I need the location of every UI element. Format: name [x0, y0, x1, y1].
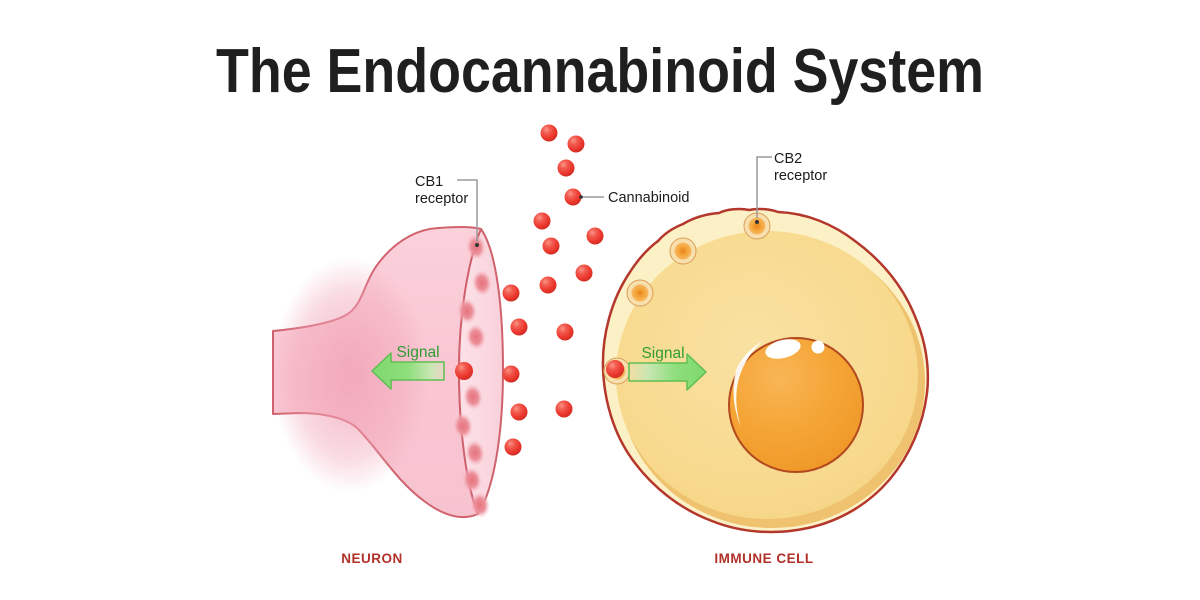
cannabinoid-dot: [586, 227, 604, 245]
cb2-receptors: [603, 212, 771, 385]
cb2-receptor: [626, 279, 654, 307]
cb2-receptor-core: [631, 284, 649, 302]
cb1-receptor-spot: [453, 413, 473, 439]
cb1-leader-line: [457, 179, 478, 242]
cannabinoid-dot: [504, 438, 522, 456]
cb1-receptor-spot: [463, 384, 483, 410]
cb1-receptor-spot: [466, 234, 486, 260]
cb1-receptor-spot: [457, 298, 477, 324]
cb1-leader-dot: [475, 243, 479, 247]
nucleus-highlight-dot: [811, 340, 825, 354]
cb2-leader-line: [756, 156, 772, 218]
cannabinoid-dot: [564, 188, 582, 206]
signal-left-label: Signal: [396, 344, 439, 361]
cannabinoid-dot: [575, 264, 593, 282]
page-title: The Endocannabinoid System: [216, 37, 984, 106]
neuron-caption: NEURON: [341, 551, 403, 566]
cb1-receptor-spots: [453, 234, 492, 518]
cb2-receptor: [669, 237, 697, 265]
nucleus-highlight-crescent: [733, 341, 763, 427]
cb2-leader-dot: [755, 220, 759, 224]
cannabinoid-dot: [567, 135, 585, 153]
bound-cannabinoid-dot: [606, 360, 624, 378]
cb2-receptor-core: [748, 217, 766, 235]
nucleus-highlight-blob: [765, 339, 801, 359]
cb1-receptor-spot: [462, 467, 482, 493]
signal-right: Signal: [628, 345, 707, 391]
bound-cannabinoid-dots: [455, 360, 624, 380]
cb2-receptor-core: [674, 242, 692, 260]
cannabinoid-dot: [533, 212, 551, 230]
cannabinoid-dot: [539, 276, 557, 294]
cb2-receptor-label-line2: receptor: [774, 168, 827, 184]
cannabinoid-dot: [542, 237, 560, 255]
cannabinoid-dot: [556, 323, 574, 341]
cannabinoid-dot: [502, 365, 520, 383]
nucleus-body: [728, 337, 864, 473]
cannabinoid-label: Cannabinoid: [608, 190, 689, 206]
cannabinoid-dot: [555, 400, 573, 418]
immune-cell: [601, 207, 930, 534]
bound-cannabinoid-dot: [455, 362, 473, 380]
cb1-receptor-spot: [466, 324, 486, 350]
cannabinoid-leader-dot: [579, 195, 583, 199]
signal-left: Signal: [371, 344, 445, 390]
signal-arrow-right: [628, 353, 707, 391]
neuron-shading: [272, 257, 428, 493]
cb2-receptor-label-line1: CB2: [774, 151, 802, 167]
cb1-receptor-spot: [472, 270, 492, 296]
cannabinoid-dot: [502, 284, 520, 302]
cb1-receptor-label-line2: receptor: [415, 191, 468, 207]
immune-cell-caption: IMMUNE CELL: [714, 551, 813, 566]
signal-arrow-left: [371, 352, 445, 390]
cannabinoid-dot: [557, 159, 575, 177]
cannabinoid-dots: [502, 124, 604, 456]
cannabinoid-dot: [540, 124, 558, 142]
cannabinoid-dot: [510, 403, 528, 421]
cb1-receptor-spot: [465, 440, 485, 466]
cb1-receptor-spot: [470, 492, 490, 518]
nucleus: [728, 337, 864, 473]
cannabinoid-dot: [510, 318, 528, 336]
annotations: CB1 receptor CB2 receptor Cannabinoid: [415, 151, 827, 247]
signal-right-label: Signal: [641, 345, 684, 362]
cb1-receptor-label-line1: CB1: [415, 174, 443, 190]
